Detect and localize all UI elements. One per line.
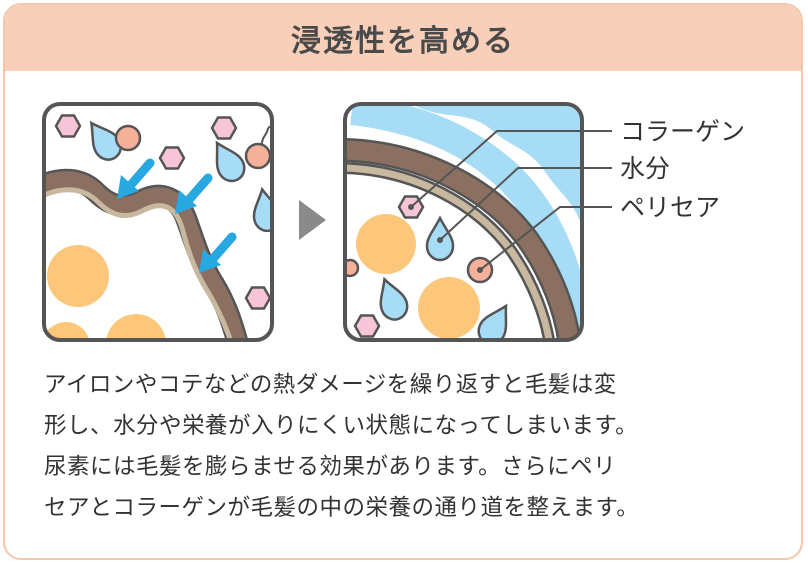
label-pericea: ペリセア — [620, 193, 720, 222]
pericea-hexagon — [244, 286, 272, 310]
triangle-right-icon — [299, 200, 326, 240]
collagen-ball — [244, 142, 272, 170]
description-line: 尿素には毛髪を膨らませる効果があります。さらにペリ — [44, 454, 617, 480]
nutrient-blob — [106, 314, 166, 340]
nutrient-blob — [418, 277, 480, 339]
label-water: 水分 — [620, 154, 670, 183]
nutrient-blob — [44, 322, 90, 340]
improved-hair-panel — [343, 102, 584, 342]
nutrient-blob — [356, 214, 416, 274]
pericea-hexagon — [54, 114, 82, 138]
description-line: アイロンやコテなどの熱ダメージを繰り返すと毛髪は変 — [44, 372, 617, 398]
damaged-hair-panel — [42, 102, 274, 342]
description-line: 形し、水分や栄養が入りにくい状態になってしまいます。 — [44, 413, 639, 439]
description-text: アイロンやコテなどの熱ダメージを繰り返すと毛髪は変 形し、水分や栄養が入りにくい… — [44, 365, 784, 529]
header-band: 浸透性を高める — [5, 5, 801, 71]
page-title: 浸透性を高める — [291, 24, 515, 59]
pericea-hexagon — [158, 146, 186, 170]
nutrient-blob — [47, 245, 109, 307]
label-collagen: コラーゲン — [620, 117, 745, 146]
pericea-hexagon — [210, 116, 238, 140]
callout-lines — [410, 130, 612, 271]
collagen-ball — [114, 124, 142, 152]
description-line: セアとコラーゲンが毛髪の中の栄養の通り道を整えます。 — [44, 495, 640, 521]
pericea-hexagon — [353, 314, 381, 338]
